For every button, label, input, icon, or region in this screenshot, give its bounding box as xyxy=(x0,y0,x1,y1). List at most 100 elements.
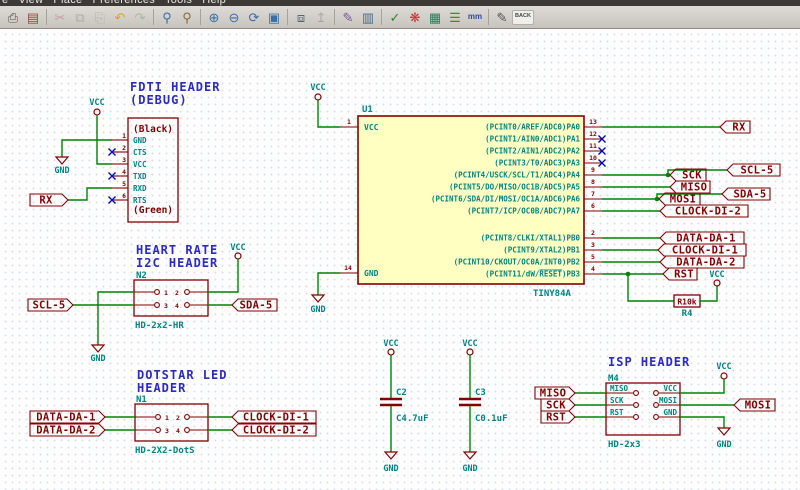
heart-ref[interactable]: N2 xyxy=(136,271,147,281)
erc-button[interactable]: ❋ xyxy=(409,9,421,25)
wire[interactable] xyxy=(97,291,112,345)
global-label-data-da-1[interactable] xyxy=(659,231,745,245)
netlist-button[interactable]: ▦ xyxy=(428,9,442,25)
ic-right-pins[interactable] xyxy=(584,126,602,275)
note-heart-title[interactable]: HEART RATE xyxy=(136,243,218,257)
global-label-miso-text[interactable]: MISO xyxy=(681,182,708,194)
wire[interactable] xyxy=(627,274,674,302)
global-label-scl5-text[interactable]: SCL-5 xyxy=(32,300,65,312)
global-label-rx[interactable] xyxy=(29,193,69,207)
global-label-sda5[interactable] xyxy=(721,187,771,201)
global-label-data-da-1-text[interactable]: DATA-DA-1 xyxy=(36,412,96,424)
vcc-power-symbol[interactable] xyxy=(466,348,474,356)
wire[interactable] xyxy=(680,379,725,394)
global-label-sck-text[interactable]: SCK xyxy=(682,170,702,182)
note-dotstar-title[interactable]: DOTSTAR LED xyxy=(137,368,227,382)
gnd-power-label[interactable]: GND xyxy=(310,305,325,315)
gnd-power-symbol[interactable] xyxy=(90,344,106,353)
global-label-clock-di-2[interactable] xyxy=(659,204,749,218)
library-editor-button[interactable]: ✎ xyxy=(342,9,354,25)
bom-button[interactable]: ☰ xyxy=(449,9,461,25)
find-button[interactable]: ⚲ xyxy=(162,9,172,25)
vcc-power-label[interactable]: VCC xyxy=(462,339,477,349)
global-label-mosi-text[interactable]: MOSI xyxy=(670,194,697,206)
library-browser-button[interactable]: ▥ xyxy=(361,9,375,25)
annotate-button[interactable]: ✓ xyxy=(389,9,401,25)
vcc-power-symbol[interactable] xyxy=(93,108,101,116)
hierarchy-navigator-button[interactable]: ⧈ xyxy=(296,9,306,25)
paste-button[interactable]: ⎘ xyxy=(94,9,106,25)
isp-value[interactable]: HD-2x3 xyxy=(608,440,641,450)
cap-c2-ref[interactable]: C2 xyxy=(396,388,407,398)
global-label-data-da-2-text[interactable]: DATA-DA-2 xyxy=(676,257,736,269)
global-label-rst[interactable] xyxy=(540,410,576,424)
wire[interactable] xyxy=(680,416,725,428)
gnd-power-label[interactable]: GND xyxy=(462,464,477,474)
zoom-in-button[interactable]: ⊕ xyxy=(208,9,220,25)
undo-button[interactable]: ↶ xyxy=(114,9,126,25)
global-label-sda5-text[interactable]: SDA-5 xyxy=(239,300,272,312)
global-label-sda5-text[interactable]: SDA-5 xyxy=(733,189,766,201)
global-label-sck[interactable] xyxy=(540,398,576,412)
print-button[interactable]: ⎙ xyxy=(7,9,19,25)
wire[interactable] xyxy=(61,139,112,157)
heart-connector-body[interactable] xyxy=(133,279,209,317)
global-label-clock-di-2-text[interactable]: CLOCK-DI-2 xyxy=(243,425,309,437)
vcc-power-label[interactable]: VCC xyxy=(709,270,724,280)
global-label-data-da-1-text[interactable]: DATA-DA-1 xyxy=(676,233,736,245)
redraw-view-button[interactable]: ⟳ xyxy=(248,9,260,25)
menu-items-cropped[interactable]: e View Place Preferences Tools Help xyxy=(2,0,227,6)
note-isp-title[interactable]: ISP HEADER xyxy=(608,355,690,369)
fdti-black-note[interactable]: (Black) xyxy=(133,124,173,135)
back-annotate-pen-icon[interactable]: ✎ xyxy=(496,9,508,25)
global-label-mosi[interactable] xyxy=(658,192,701,206)
back-annotate-button[interactable]: BACK xyxy=(512,9,534,25)
global-label-miso[interactable] xyxy=(534,386,576,400)
global-label-clock-di-2[interactable] xyxy=(231,423,317,437)
gnd-power-symbol[interactable] xyxy=(383,451,399,460)
vcc-power-symbol[interactable] xyxy=(387,348,395,356)
note-dotstar-title2[interactable]: HEADER xyxy=(137,381,186,395)
vcc-power-symbol[interactable] xyxy=(720,372,728,380)
vcc-power-label[interactable]: VCC xyxy=(89,98,104,108)
vcc-power-label[interactable]: VCC xyxy=(310,83,325,93)
ic-value[interactable]: TINY84A xyxy=(533,289,572,299)
global-label-rx[interactable] xyxy=(719,120,751,134)
global-label-mosi-text[interactable]: MOSI xyxy=(745,400,772,412)
page-settings-button[interactable]: ▤ xyxy=(26,9,40,25)
cap-c2-value[interactable]: C4.7uF xyxy=(396,414,429,424)
vcc-power-symbol[interactable] xyxy=(713,279,721,287)
note-heart-title2[interactable]: I2C HEADER xyxy=(136,256,218,270)
fdti-connector-body[interactable] xyxy=(127,117,179,223)
zoom-out-button[interactable]: ⊖ xyxy=(228,9,240,25)
cap-c3-value[interactable]: C0.1uF xyxy=(475,414,508,424)
redo-button[interactable]: ↷ xyxy=(134,9,146,25)
wire[interactable] xyxy=(700,286,718,302)
note-fdti-title2[interactable]: (DEBUG) xyxy=(130,93,188,107)
isp-connector-body[interactable] xyxy=(605,382,681,436)
ic-ref[interactable]: U1 xyxy=(362,105,373,115)
global-label-data-da-2-text[interactable]: DATA-DA-2 xyxy=(36,425,96,437)
gnd-power-label[interactable]: GND xyxy=(716,440,731,450)
global-label-sck[interactable] xyxy=(669,168,707,182)
wire[interactable] xyxy=(317,272,340,295)
global-label-clock-di-1-text[interactable]: CLOCK-DI-1 xyxy=(672,245,738,257)
global-label-rst-text[interactable]: RST xyxy=(674,269,694,281)
global-label-miso[interactable] xyxy=(669,180,711,194)
global-label-data-da-2[interactable] xyxy=(659,255,745,269)
find-replace-button[interactable]: ⚲ xyxy=(182,9,192,25)
fdti-green-note[interactable]: (Green) xyxy=(133,205,173,216)
global-label-scl5-text[interactable]: SCL-5 xyxy=(740,165,773,177)
vcc-power-symbol[interactable] xyxy=(314,93,322,101)
gnd-power-label[interactable]: GND xyxy=(54,166,69,176)
global-label-rx-text[interactable]: RX xyxy=(732,122,746,134)
global-label-clock-di-2-text[interactable]: CLOCK-DI-2 xyxy=(675,206,741,218)
wire[interactable] xyxy=(96,115,112,165)
vcc-power-label[interactable]: VCC xyxy=(383,339,398,349)
global-label-clock-di-1-text[interactable]: CLOCK-DI-1 xyxy=(243,412,309,424)
cut-button[interactable]: ✂ xyxy=(54,9,66,25)
vcc-power-label[interactable]: VCC xyxy=(716,362,731,372)
copy-button[interactable]: ⧉ xyxy=(75,9,85,25)
isp-ref[interactable]: M4 xyxy=(608,374,619,384)
resistor-r4-ref[interactable]: R4 xyxy=(682,309,693,319)
